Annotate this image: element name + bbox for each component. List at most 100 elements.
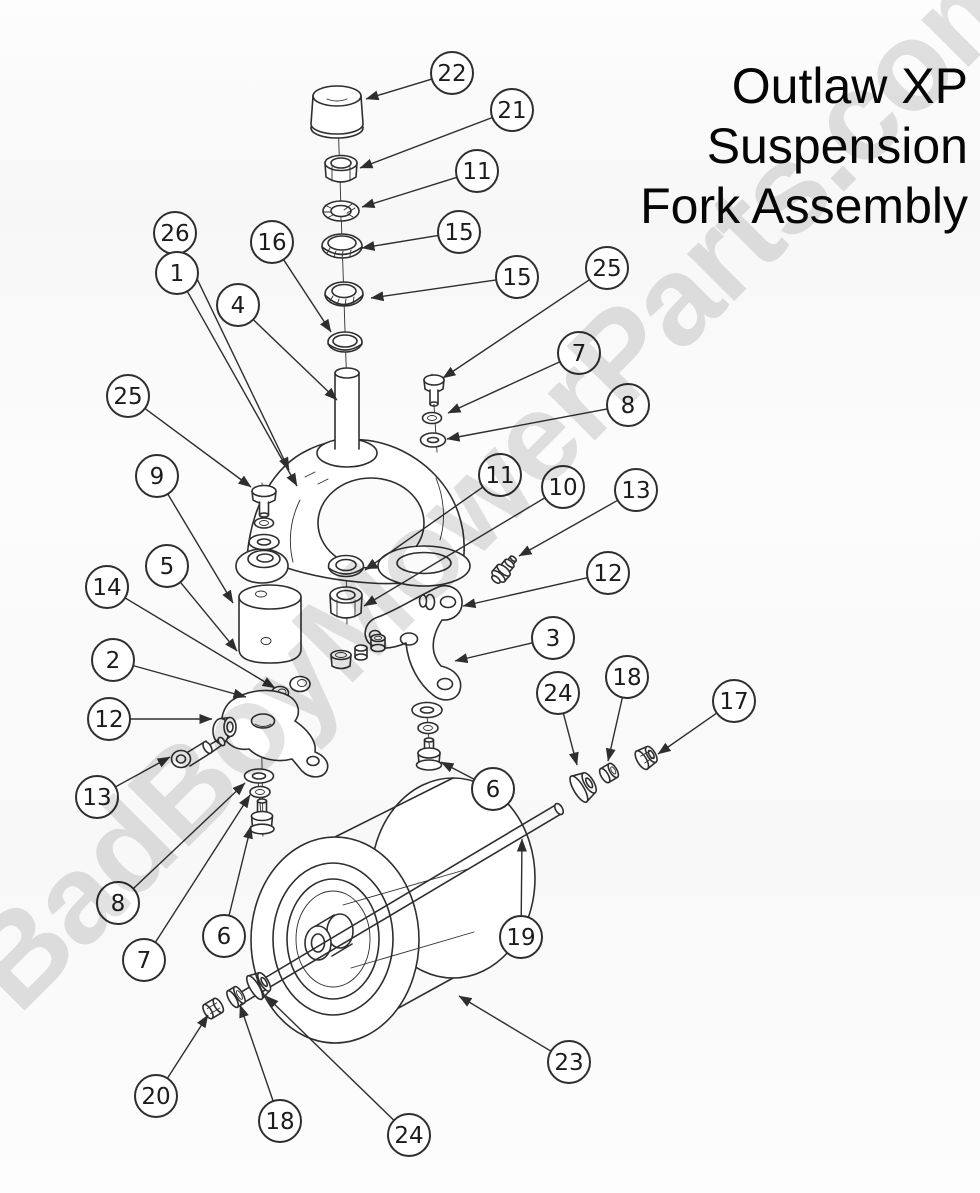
callout-18: 18 [239,1004,302,1143]
leader-line [183,251,290,471]
callout-number: 9 [150,464,165,490]
callout-13: 13 [75,756,171,819]
callout-circle [134,1074,178,1118]
leader-line [364,486,484,571]
part-steering-shaft [334,367,360,450]
part-wheel-bearing-inner [245,971,272,1001]
part-lock-nut [324,154,358,183]
callout-9: 9 [135,454,234,604]
callout-17: 17 [657,679,756,755]
callout-number: 14 [92,575,121,601]
callout-circle [202,914,246,958]
leader-line [447,361,561,414]
callout-number: 20 [141,1084,170,1110]
callout-circle [606,383,650,427]
leader-line [365,78,433,101]
callout-15: 15 [370,255,539,302]
callout-26: 26 [153,211,290,471]
part-hex-nut [329,586,363,619]
leader-line [458,995,552,1052]
part-wheel-bearing-outer [569,771,598,804]
callout-circle [478,453,522,497]
callout-13: 13 [518,468,658,557]
part-bearing-upper [321,233,363,259]
callout-25: 25 [106,374,252,488]
callout-21: 21 [359,88,534,169]
callout-number: 24 [543,681,572,707]
callout-circle [499,915,543,959]
leader-line [605,697,624,762]
callout-number: 19 [506,925,535,951]
callout-number: 22 [437,61,466,87]
callout-5: 5 [145,544,238,652]
callout-4: 4 [216,283,338,401]
callout-10: 10 [363,465,585,607]
leader-line [115,756,171,788]
callout-23: 23 [458,995,591,1084]
callout-circle [437,210,481,254]
part-lower-bolt-stack [243,768,275,835]
callout-number: 23 [554,1050,583,1076]
callout-number: 5 [160,554,175,580]
callout-8: 8 [446,383,650,442]
leader-line [239,1004,274,1102]
part-fork-weldment [235,438,471,664]
callout-number: 21 [497,98,526,124]
part-bearing-lower [324,281,364,307]
callout-circle [614,468,658,512]
part-link-bolt-stack [411,701,443,771]
callout-7: 7 [447,331,601,414]
leader-line [186,290,298,487]
part-upper-link [364,585,463,701]
leader-line [228,825,253,916]
leader-line [562,713,579,766]
callout-16: 16 [250,220,332,333]
callout-number: 8 [621,393,636,419]
callout-number: 1 [170,261,185,287]
callout-number: 12 [94,707,123,733]
callout-15: 15 [361,210,481,254]
callout-number: 7 [572,341,587,367]
part-axle-washer [226,985,246,1009]
leader-line [282,259,332,333]
callout-number: 18 [265,1109,294,1135]
part-flange-nut [634,745,658,771]
leader-line [252,319,338,401]
leader-line [265,995,395,1121]
callout-number: 10 [548,475,577,501]
part-dust-cap [310,85,364,139]
callout-number: 16 [257,230,286,256]
callout-circle [122,938,166,982]
callout-19: 19 [499,838,543,959]
callout-number: 4 [231,293,246,319]
callout-number: 2 [106,648,121,674]
callout-7: 7 [122,794,251,982]
leader-line [154,794,251,943]
callout-circle [85,565,129,609]
callout-14: 14 [85,565,276,689]
callout-22: 22 [365,51,474,101]
callout-number: 17 [719,689,748,715]
part-axle-spacer [598,762,620,784]
callout-11: 11 [361,149,499,209]
leader-line [167,493,234,604]
part-carriage-bolt-right [419,374,447,448]
leader-line [166,1014,209,1079]
leader-line [359,116,493,169]
callout-circle [87,697,131,741]
title-line-2: Suspension [706,118,968,174]
callout-circle [96,881,140,925]
callout-circle [490,88,534,132]
callout-circle [135,454,179,498]
part-axle-nut [202,997,225,1020]
leader-line [144,407,252,488]
callout-circle [155,251,199,295]
leader-line [657,712,718,755]
leader-line [179,581,238,652]
callout-12: 12 [87,697,213,741]
callout-circle [712,679,756,723]
leader-line [363,497,546,607]
callout-circle [536,671,580,715]
leader-line [446,408,608,442]
